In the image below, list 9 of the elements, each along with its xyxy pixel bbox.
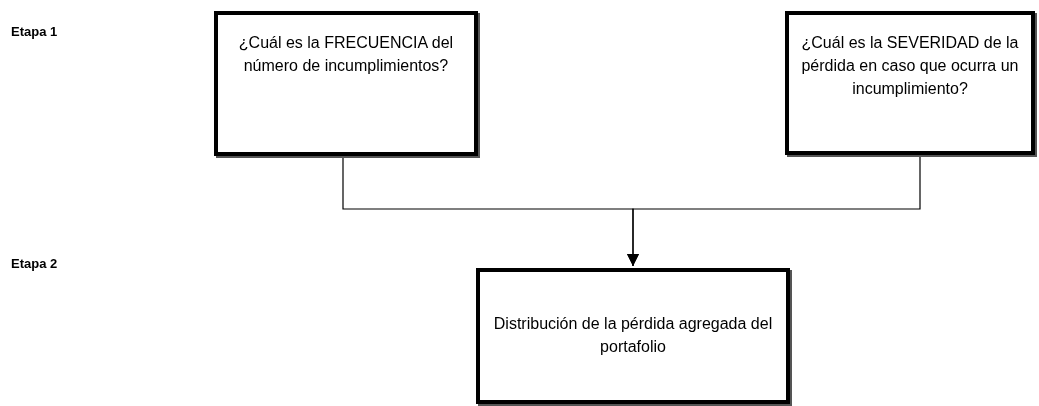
box-text: ¿Cuál es la SEVERIDAD de la pérdida en caso que ocurra un incumplimiento?	[800, 33, 1020, 99]
connector-arrow	[627, 154, 921, 267]
process-box	[476, 268, 790, 404]
process-box	[785, 11, 1035, 155]
box-text: ¿Cuál es la FRECUENCIA del número de incumplimientos?	[237, 33, 455, 76]
process-box	[214, 11, 478, 156]
box-text: Distribución de la pérdida agregada del portafolio	[492, 314, 774, 357]
stage-label: Etapa 2	[11, 255, 58, 273]
stage-label: Etapa 1	[11, 23, 58, 41]
